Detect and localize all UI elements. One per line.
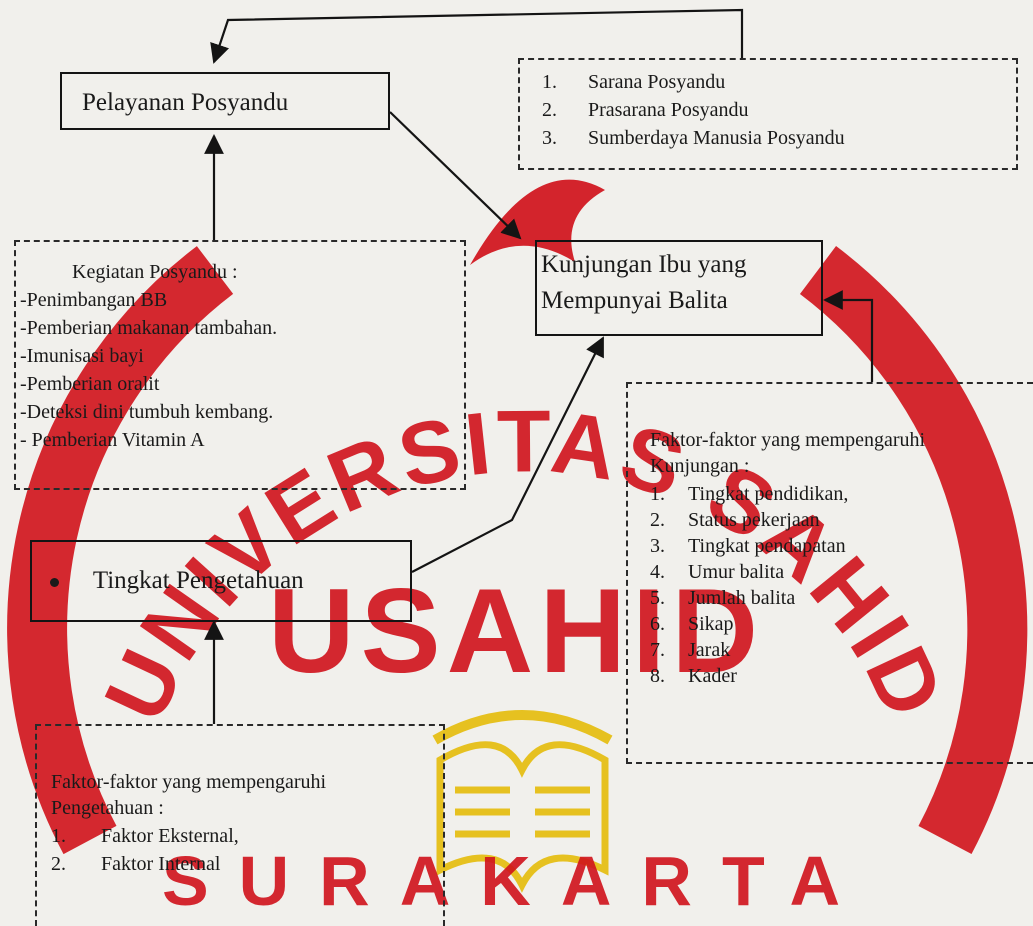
kegiatan-item: -Deteksi dini tumbuh kembang. (20, 401, 274, 423)
sarana-item: 1. Sarana Posyandu (542, 70, 1016, 94)
arrow-pelayanan-to-kunjungan (389, 111, 522, 240)
faktor-kunjungan-item: 3. Tingkat pendapatan (650, 534, 1033, 558)
faktor-kunjungan-item-text: Tingkat pendapatan (688, 535, 846, 557)
sarana-item-number: 2. (542, 99, 557, 121)
kunjungan-line1: Kunjungan Ibu yang (541, 251, 747, 278)
faktor-pengetahuan-subtitle: Pengetahuan : (51, 797, 164, 819)
faktor-kunjungan-item-number: 6. (650, 613, 665, 635)
sarana-box: 1. Sarana Posyandu 2. Prasarana Posyandu… (518, 58, 1018, 170)
faktor-kunjungan-item-number: 3. (650, 535, 665, 557)
pelayanan-posyandu-label: Pelayanan Posyandu (82, 89, 289, 116)
sarana-item-number: 3. (542, 127, 557, 149)
sarana-item-text: Sumberdaya Manusia Posyandu (588, 127, 845, 149)
faktor-kunjungan-item: 6. Sikap (650, 612, 1033, 636)
watermark-center-text: USAHID (268, 564, 764, 698)
faktor-pengetahuan-item-number: 1. (51, 825, 66, 847)
faktor-kunjungan-item-number: 1. (650, 483, 665, 505)
kunjungan-line2: Mempunyai Balita (541, 287, 728, 314)
watermark-bottom-text: SURAKARTA (162, 842, 870, 920)
faktor-kunjungan-item-text: Status pekerjaan (688, 509, 820, 531)
faktor-kunjungan-item: 5. Jumlah balita (650, 586, 1033, 610)
faktor-kunjungan-item-number: 7. (650, 639, 665, 661)
watermark-flame (470, 179, 605, 265)
watermark-book-icon (432, 710, 613, 893)
faktor-kunjungan-item-number: 8. (650, 665, 665, 687)
faktor-kunjungan-item-text: Tingkat pendidikan, (688, 483, 849, 505)
kegiatan-posyandu-box: Kegiatan Posyandu : -Penimbangan BB -Pem… (14, 240, 466, 490)
arrow-pengetahuan-to-kunjungan (411, 336, 604, 573)
faktor-pengetahuan-item: 2. Faktor Internal (51, 852, 443, 876)
kegiatan-title: Kegiatan Posyandu : (72, 261, 238, 283)
faktor-kunjungan-item-number: 4. (650, 561, 665, 583)
faktor-kunjungan-item-number: 2. (650, 509, 665, 531)
faktor-kunjungan-item-text: Jarak (688, 639, 731, 661)
faktor-pengetahuan-title: Faktor-faktor yang mempengaruhi (51, 771, 327, 793)
watermark-ring (7, 246, 1028, 855)
faktor-pengetahuan-item: 1. Faktor Eksternal, (51, 824, 443, 848)
kegiatan-item: -Penimbangan BB (20, 289, 168, 311)
pelayanan-posyandu-box: Pelayanan Posyandu (60, 72, 390, 130)
kegiatan-item: -Pemberian makanan tambahan. (20, 317, 278, 339)
sarana-item-text: Sarana Posyandu (588, 71, 726, 93)
tingkat-pengetahuan-box: Tingkat Pengetahuan (30, 540, 412, 622)
arrow-faktor-to-kunjungan (823, 290, 874, 382)
faktor-pengetahuan-item-number: 2. (51, 853, 66, 875)
faktor-kunjungan-item: 1. Tingkat pendidikan, (650, 482, 1033, 506)
kegiatan-item: -Imunisasi bayi (20, 345, 144, 367)
faktor-kunjungan-item: 4. Umur balita (650, 560, 1033, 584)
faktor-kunjungan-item: 2. Status pekerjaan (650, 508, 1033, 532)
faktor-kunjungan-item-text: Umur balita (688, 561, 785, 583)
sarana-item: 3. Sumberdaya Manusia Posyandu (542, 126, 1016, 150)
sarana-item-number: 1. (542, 71, 557, 93)
faktor-pengetahuan-item-text: Faktor Eksternal, (101, 825, 239, 847)
faktor-kunjungan-title: Faktor-faktor yang mempengaruhi (650, 429, 926, 451)
kegiatan-item: - Pemberian Vitamin A (20, 429, 205, 451)
kegiatan-item: -Pemberian oralit (20, 373, 160, 395)
faktor-kunjungan-item: 7. Jarak (650, 638, 1033, 662)
bullet-icon (50, 577, 59, 587)
faktor-kunjungan-item-number: 5. (650, 587, 665, 609)
kunjungan-box: Kunjungan Ibu yang Mempunyai Balita (535, 240, 823, 336)
faktor-kunjungan-item-text: Jumlah balita (688, 587, 796, 609)
sarana-item: 2. Prasarana Posyandu (542, 98, 1016, 122)
faktor-kunjungan-item-text: Kader (688, 665, 737, 687)
tingkat-pengetahuan-label: Tingkat Pengetahuan (92, 567, 304, 594)
arrow-sarana-to-pelayanan (210, 8, 744, 64)
faktor-pengetahuan-item-text: Faktor Internal (101, 853, 221, 875)
sarana-item-text: Prasarana Posyandu (588, 99, 749, 121)
faktor-pengetahuan-box: Faktor-faktor yang mempengaruhi Pengetah… (35, 724, 445, 926)
faktor-kunjungan-subtitle: Kunjungan : (650, 455, 750, 477)
faktor-kunjungan-item-text: Sikap (688, 613, 734, 635)
faktor-kunjungan-box: Faktor-faktor yang mempengaruhi Kunjunga… (626, 382, 1033, 764)
faktor-kunjungan-item: 8. Kader (650, 664, 1033, 688)
